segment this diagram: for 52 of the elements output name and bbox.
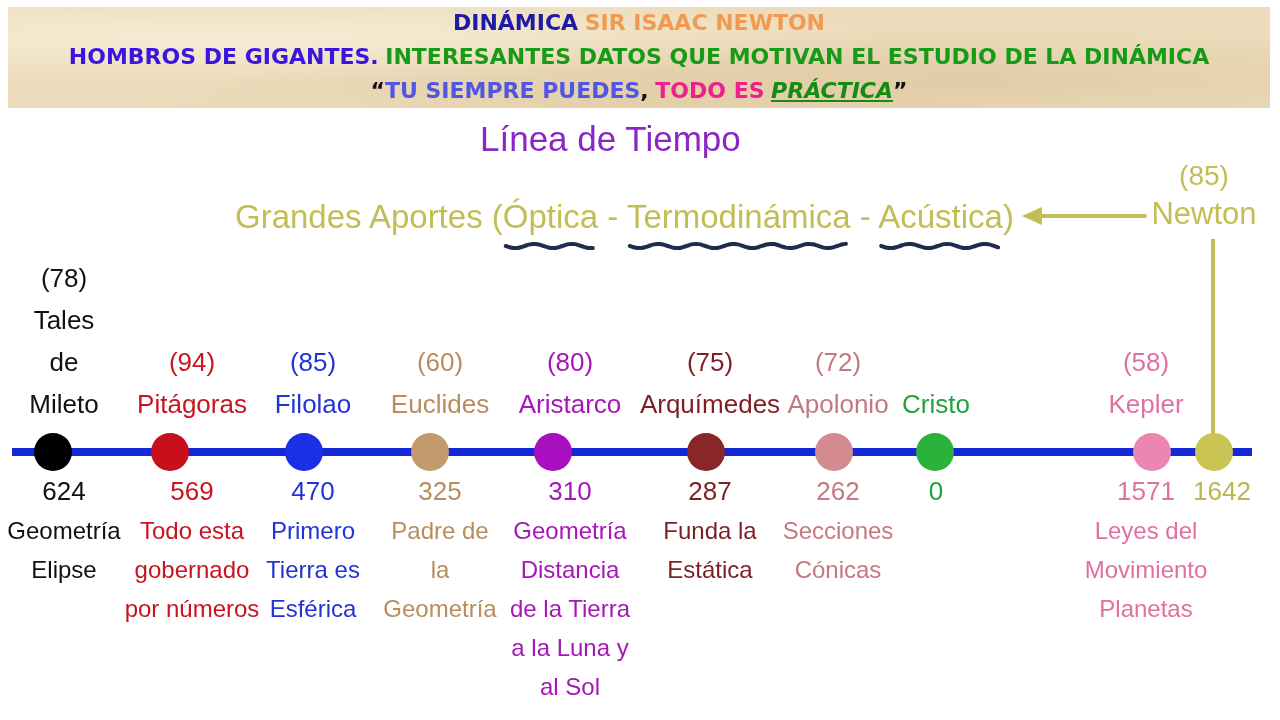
quote-mark: ”: [893, 77, 908, 105]
quote-mark: “: [370, 77, 385, 105]
age-label: (78): [40, 262, 88, 295]
motto-text: TU SIEMPRE PUEDES: [384, 77, 641, 105]
year-label: 1571: [1116, 475, 1176, 508]
person-name: Filolao: [274, 388, 352, 421]
age-label: (60): [416, 346, 464, 379]
contributions-heading: Grandes Aportes (Óptica - Termodinámica - Acústica): [235, 197, 1014, 237]
year-label: 1642: [1192, 475, 1252, 508]
year-label: 569: [169, 475, 215, 508]
contribution-text: Funda la Estática: [662, 516, 758, 585]
person-name: Aristarco: [518, 388, 622, 421]
age-label: (75): [686, 346, 734, 379]
contribution-text: Distancia de la Tierra a la Luna y al Sol: [509, 555, 631, 702]
year-label: 624: [41, 475, 87, 508]
heading-phrase: HOMBROS DE GIGANTES.: [68, 43, 379, 71]
age-label: (85): [1179, 159, 1229, 193]
year-label: 470: [290, 475, 336, 508]
age-label: (80): [546, 346, 594, 379]
person-name: Apolonio: [786, 388, 890, 421]
person-name: Arquímedes: [639, 388, 781, 421]
person-name: Pitágoras: [136, 388, 248, 421]
person-name: Newton: [1151, 195, 1257, 233]
year-label: 310: [547, 475, 593, 508]
age-label: (58): [1122, 346, 1170, 379]
person-name: Euclides: [390, 388, 490, 421]
motto-emphasis: PRÁCTICA: [771, 77, 894, 105]
person-name: Kepler: [1107, 388, 1185, 421]
connector-line: [1211, 239, 1215, 433]
timeline-title: Línea de Tiempo: [480, 118, 741, 160]
arrow: [1021, 207, 1147, 225]
topic-name: SIR ISAAC NEWTON: [584, 9, 826, 37]
motto-text: TODO ES: [655, 77, 765, 105]
year-label: 325: [417, 475, 463, 508]
heading-text: INTERESANTES DATOS QUE MOTIVAN EL ESTUDIO DE LA DINÁMICA: [385, 43, 1210, 71]
contribution-text: Padre de la Geometría: [382, 516, 498, 624]
person-name: Tales de Mileto: [28, 304, 100, 421]
contribution-text: Leyes del Movimiento Planetas: [1084, 516, 1208, 624]
year-label: 262: [815, 475, 861, 508]
contribution-text: Primero Tierra es Esférica: [265, 516, 361, 624]
year-label: 287: [687, 475, 733, 508]
contribution-text: Geometría: [512, 516, 628, 546]
contribution-text: Todo esta gobernado por números: [124, 516, 260, 624]
subject-title: DINÁMICA: [452, 9, 579, 37]
contribution-text: Geometría Elipse: [6, 516, 122, 585]
age-label: (94): [168, 346, 216, 379]
contribution-text: Secciones Cónicas: [782, 516, 894, 585]
person-name: Cristo: [901, 388, 971, 421]
age-label: (85): [289, 346, 337, 379]
year-label: 0: [928, 475, 944, 508]
age-label: (72): [814, 346, 862, 379]
comma-mark: ,: [640, 77, 649, 105]
